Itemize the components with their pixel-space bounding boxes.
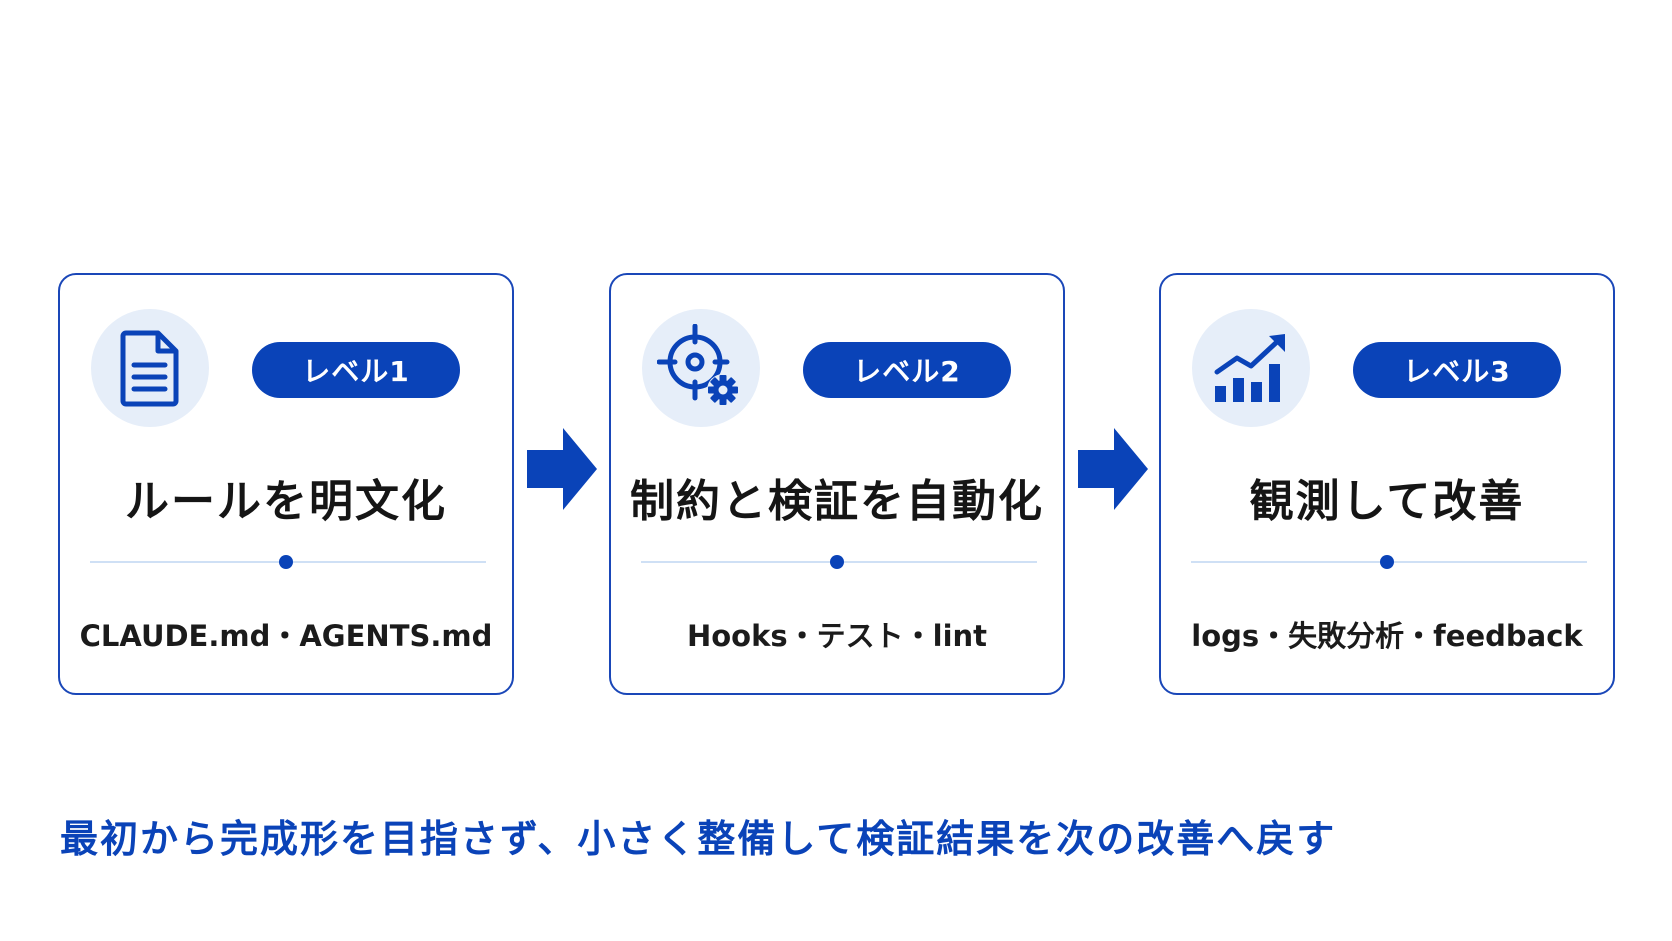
step-title: ルールを明文化 [125, 476, 447, 527]
arrow-right-icon [527, 428, 597, 510]
level-1-card: レベル1 ルールを明文化 CLAUDE.md・AGENTS.md [58, 273, 514, 695]
level-2-card: レベル2 制約と検証を自動化 Hooks・テスト・lint [609, 273, 1065, 695]
level-3-card: レベル3 観測して改善 logs・失敗分析・feedback [1159, 273, 1615, 695]
step-subtitle: Hooks・テスト・lint [686, 619, 988, 653]
divider-dot [830, 555, 844, 569]
target-gear-icon [642, 309, 760, 427]
divider-dot [1380, 555, 1394, 569]
level-badge: レベル3 [1353, 342, 1561, 398]
step-title: 制約と検証を自動化 [630, 476, 1044, 527]
step-subtitle: logs・失敗分析・feedback [1191, 619, 1583, 653]
level-badge: レベル2 [803, 342, 1011, 398]
divider-dot [279, 555, 293, 569]
document-icon [91, 309, 209, 427]
level-badge: レベル1 [252, 342, 460, 398]
step-subtitle: CLAUDE.md・AGENTS.md [79, 619, 493, 653]
step-title: 観測して改善 [1249, 476, 1525, 527]
footer-caption: 最初から完成形を目指さず、小さく整備して検証結果を次の改善へ戻す [60, 817, 1337, 861]
arrow-right-icon [1078, 428, 1148, 510]
growth-chart-icon [1192, 309, 1310, 427]
